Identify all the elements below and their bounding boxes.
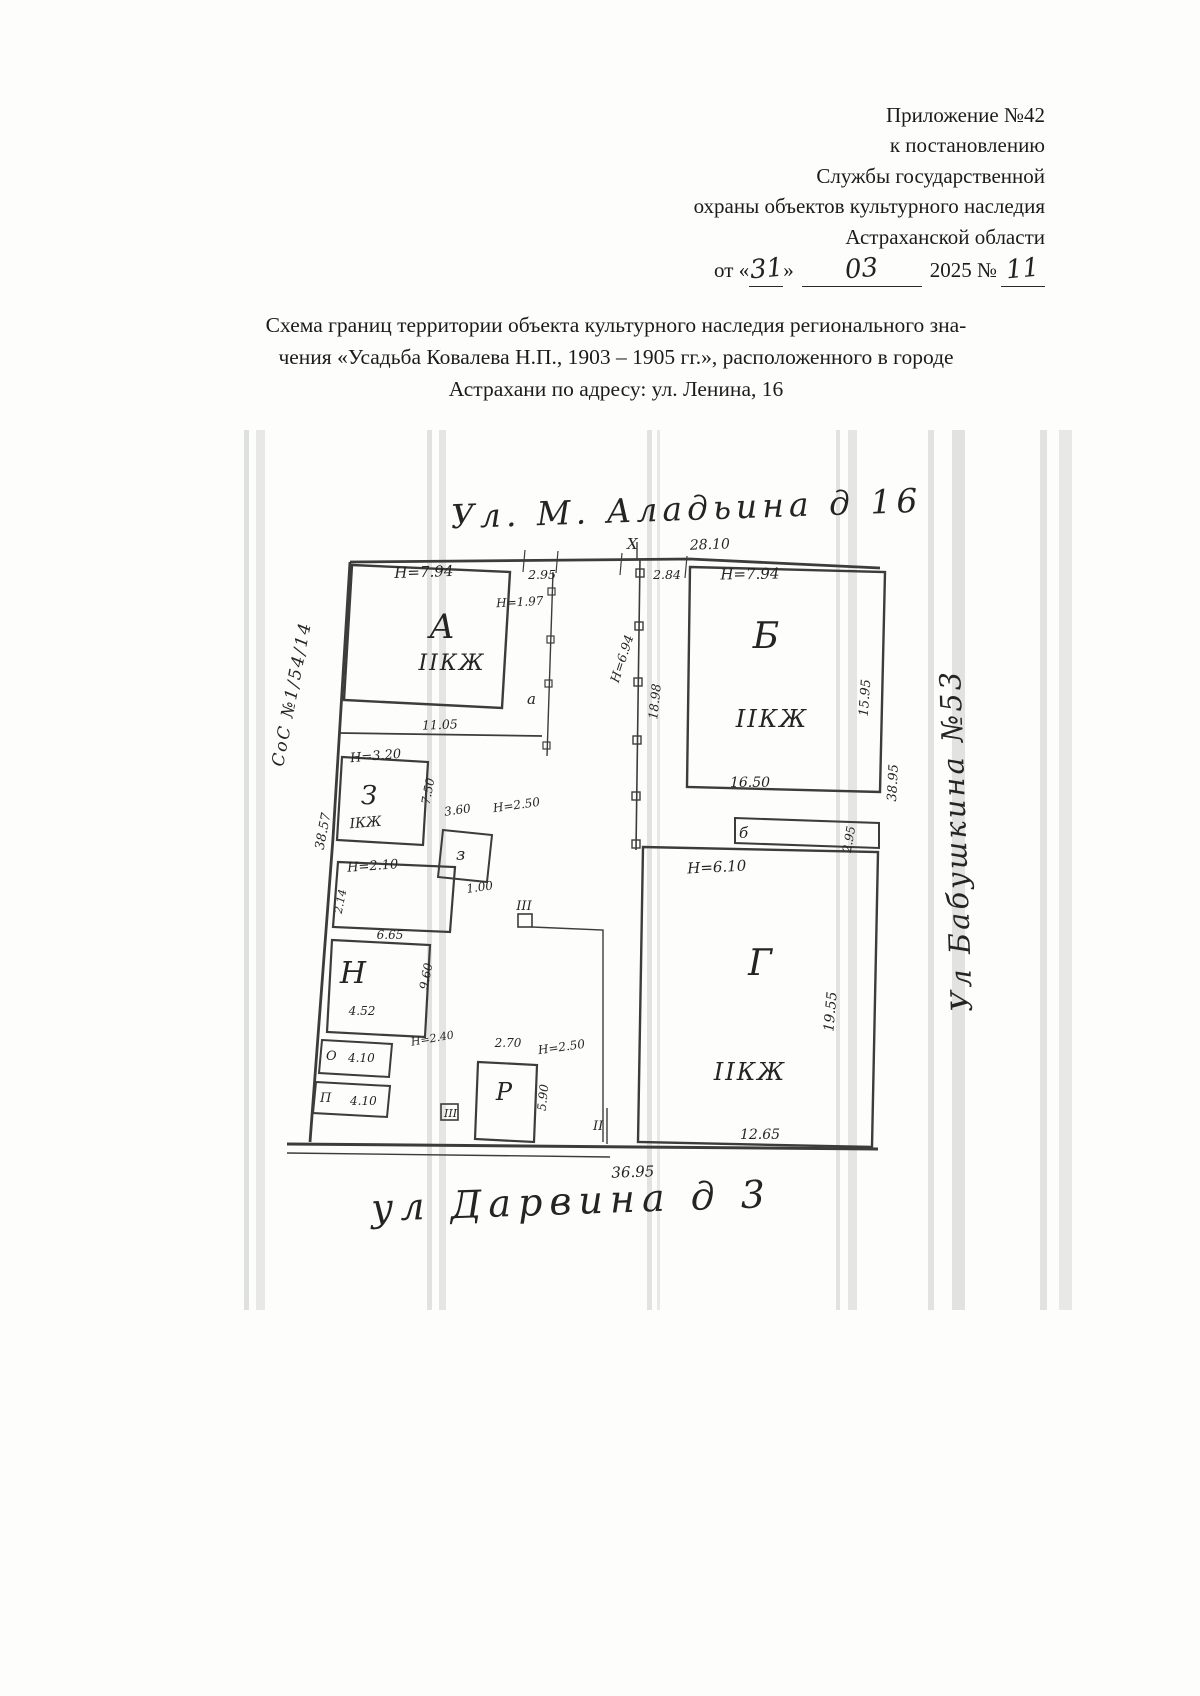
handwritten-month: 03 xyxy=(843,252,880,286)
dim-452-label: 4.52 xyxy=(348,1004,376,1018)
territory-boundary xyxy=(286,549,881,1158)
height-694-label: Н=6.94 xyxy=(607,633,637,685)
dim-410p-label: 4.10 xyxy=(349,1094,377,1108)
scan-artifacts xyxy=(244,430,1072,1310)
building-a-floors: IIКЖ xyxy=(417,651,485,676)
dim-960-label: 9.60 xyxy=(417,961,436,990)
building-o-letter: О xyxy=(326,1049,337,1064)
height-a-label: Н=7.94 xyxy=(393,562,454,582)
building-p-letter: П xyxy=(319,1091,332,1106)
building-g-floors: IIКЖ xyxy=(713,1058,787,1086)
dim-295a-label: 2.95 xyxy=(527,567,556,582)
dim-284-label: 2.84 xyxy=(652,567,681,582)
appendix-number: Приложение №42 xyxy=(886,103,1045,127)
fence-line xyxy=(631,542,645,851)
dim-3695-label: 36.95 xyxy=(611,1162,655,1181)
dim-1955-label: 19.55 xyxy=(821,991,840,1032)
dim-665-label: 6.65 xyxy=(377,928,404,942)
street-name-right: Ул Бабушкина №53 xyxy=(933,668,979,1012)
dim-1650-label: 16.50 xyxy=(730,775,770,791)
building-z-small-outline xyxy=(436,828,494,884)
dim-1595-label: 15.95 xyxy=(857,679,875,717)
mark-iii-a-label: III xyxy=(515,899,532,914)
mark-iii-b-label: III xyxy=(443,1107,458,1120)
dim-214-label: 2.14 xyxy=(332,888,350,916)
building-g-outline xyxy=(636,845,880,1149)
title-line1: Схема границ территории объекта культурн… xyxy=(265,313,967,337)
dim-top-label: 28.10 xyxy=(689,536,731,553)
height-b-label: Н=7.94 xyxy=(719,564,779,583)
boundary-scheme-map: Ул. М. Аладьина д 16 ул Дарвина д 3 Ул Б… xyxy=(244,430,1072,1310)
building-n1-outline xyxy=(331,860,457,934)
building-a-letter: А xyxy=(427,607,455,647)
building-b-floors: IIКЖ xyxy=(735,705,809,733)
building-p-outline xyxy=(311,1080,392,1119)
date-year: 2025 № xyxy=(929,258,997,283)
appendix-line4: охраны объектов культурного наследия xyxy=(693,194,1045,219)
date-month-blank: 03 xyxy=(801,252,922,287)
inner-fence-line xyxy=(542,571,556,757)
dim-295b-label: 2.95 xyxy=(840,825,859,855)
building-n-letter: Н xyxy=(339,956,367,991)
building-z-floors: IКЖ xyxy=(348,814,384,833)
title-line3: Астрахани по адресу: ул. Ленина, 16 xyxy=(448,376,784,401)
small-a-label: а xyxy=(527,690,536,708)
dim-1898-label: 18.98 xyxy=(645,683,664,720)
appendix-line3: Службы государственной xyxy=(816,163,1045,188)
dim-410o-label: 4.10 xyxy=(347,1051,375,1065)
appendix-line2: к постановлению xyxy=(889,133,1045,158)
dim-750-label: 7.50 xyxy=(419,776,438,805)
date-number-blank: 11 xyxy=(1001,252,1045,287)
building-z-outline xyxy=(335,755,430,847)
handwritten-day: 31 xyxy=(748,252,784,286)
building-z-letter: З xyxy=(361,781,377,811)
dim-590-label: 5.90 xyxy=(535,1083,552,1111)
height-610-label: Н=6.10 xyxy=(686,856,747,877)
date-day-blank: 31 xyxy=(748,252,784,287)
building-b-letter: Б xyxy=(752,616,779,657)
building-g-letter: Г xyxy=(747,943,773,984)
height-320-label: Н=3.20 xyxy=(349,747,402,766)
appendix-header: Приложение №42 к постановлению Службы го… xyxy=(694,100,1045,287)
strip-b-outline xyxy=(734,816,880,850)
building-b-outline xyxy=(685,565,887,794)
date-close-quote: » xyxy=(783,258,794,283)
date-line: от «31» 03 2025 № 11 xyxy=(694,252,1045,287)
strip-b-letter: б xyxy=(739,824,749,842)
dim-3857-label: 38.57 xyxy=(313,811,335,851)
dim-1105-label: 11.05 xyxy=(422,716,458,732)
date-prefix: от « xyxy=(714,258,750,283)
dim-360-label: 3.60 xyxy=(443,801,472,819)
survey-marks xyxy=(440,913,608,1144)
building-r-outline xyxy=(473,1060,539,1144)
building-a-outline xyxy=(342,563,512,710)
height-197-label: Н=1.97 xyxy=(495,594,544,611)
height-210-label: Н=2.10 xyxy=(346,857,399,876)
dim-3895-label: 38.95 xyxy=(885,764,902,802)
handwritten-number: 11 xyxy=(1005,252,1041,286)
mark-ii-label: II xyxy=(592,1119,604,1134)
building-outlines xyxy=(311,563,887,1149)
building-o-outline xyxy=(317,1038,394,1079)
mark-x-label: X xyxy=(626,535,639,553)
building-r-letter: Р xyxy=(495,1078,513,1106)
appendix-line5: Астраханской области xyxy=(845,224,1045,249)
dim-270-label: 2.70 xyxy=(494,1036,522,1050)
height-250z-label: Н=2.50 xyxy=(491,795,541,816)
height-250r-label: Н=2.50 xyxy=(536,1037,586,1058)
left-parcel-note: СоС №1/54/14 xyxy=(268,620,316,768)
title-line2: чения «Усадьба Ковалева Н.П., 1903 – 190… xyxy=(278,344,954,369)
dim-100-label: 1.00 xyxy=(465,878,494,896)
document-title: Схема границ территории объекта культурн… xyxy=(185,310,1047,405)
building-z-small-letter: з xyxy=(456,845,465,865)
building-n-outline xyxy=(325,938,432,1039)
dim-1265-label: 12.65 xyxy=(740,1127,780,1143)
